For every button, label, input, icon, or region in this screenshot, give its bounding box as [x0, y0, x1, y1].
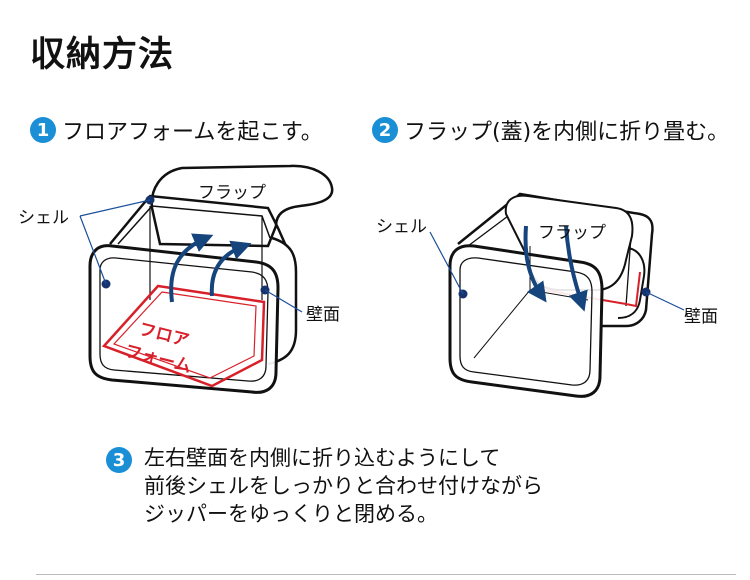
- step-3-line-1: 左右壁面を内側に折り込むようにして: [144, 446, 501, 470]
- step-1-heading: 1 フロアフォームを起こす。: [30, 114, 323, 146]
- step-1-text: フロアフォームを起こす。: [62, 120, 323, 145]
- figure-2-front-shell: [448, 244, 604, 398]
- step-3-block: 3 左右壁面を内側に折り込むようにして 前後シェルをしっかりと合わせ付けながら …: [106, 444, 543, 528]
- figure-2-wall-label: 壁面: [684, 307, 718, 327]
- step-3-line-3: ジッパーをゆっくりと閉める。: [144, 502, 438, 526]
- step-2-heading: 2 フラップ(蓋)を内側に折り畳む。: [372, 114, 729, 146]
- bottom-divider: [36, 574, 736, 575]
- step-1-badge: 1: [30, 117, 56, 143]
- step-3-badge: 3: [106, 447, 132, 473]
- figure-2-arrow-left: [523, 225, 547, 303]
- step-2-text: フラップ(蓋)を内側に折り畳む。: [404, 120, 730, 145]
- page-title: 収納方法: [30, 35, 175, 75]
- figure-2-case: [429, 192, 685, 398]
- step-3-text: 左右壁面を内側に折り込むようにして 前後シェルをしっかりと合わせ付けながら ジッ…: [144, 444, 543, 528]
- step-3-line-2: 前後シェルをしっかりと合わせ付けながら: [144, 474, 543, 498]
- figure-2-arrow-right: [564, 225, 588, 312]
- figure-1-floor-foam: [101, 284, 266, 388]
- figure-1-flap-label: フラップ: [198, 183, 266, 203]
- figure-1-case: [79, 164, 334, 394]
- figure-1-wall-label: 壁面: [306, 305, 340, 325]
- figure-1-front-shell: [88, 244, 280, 394]
- figure-1-arrow-right: [209, 240, 252, 297]
- figure-2-shell-label: シェル: [376, 217, 427, 237]
- figure-1-arrow-left: [169, 233, 214, 303]
- figure-2-flap-label: フラップ: [538, 223, 606, 243]
- figure-1-shell-label: シェル: [18, 208, 69, 228]
- step-2-badge: 2: [372, 117, 398, 143]
